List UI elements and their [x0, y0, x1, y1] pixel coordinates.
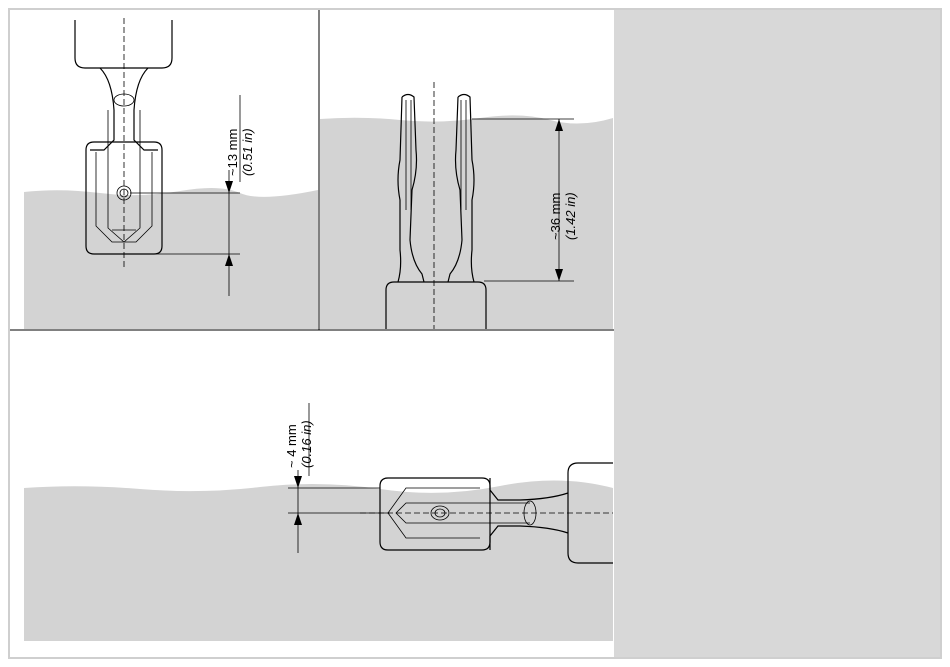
liquid-a: [24, 188, 318, 329]
dim-b-value: ~36 mm: [548, 193, 563, 240]
side-panel: [614, 10, 940, 657]
dim-c-alt: (0.16 in): [299, 420, 314, 468]
dim-b-alt: (1.42 in): [563, 192, 578, 240]
liquid-c: [24, 480, 613, 641]
dim-c-value: ~ 4 mm: [284, 424, 299, 468]
dim-a-alt: (0.51 in): [240, 128, 255, 176]
dim-a-value: ~13 mm: [225, 129, 240, 176]
